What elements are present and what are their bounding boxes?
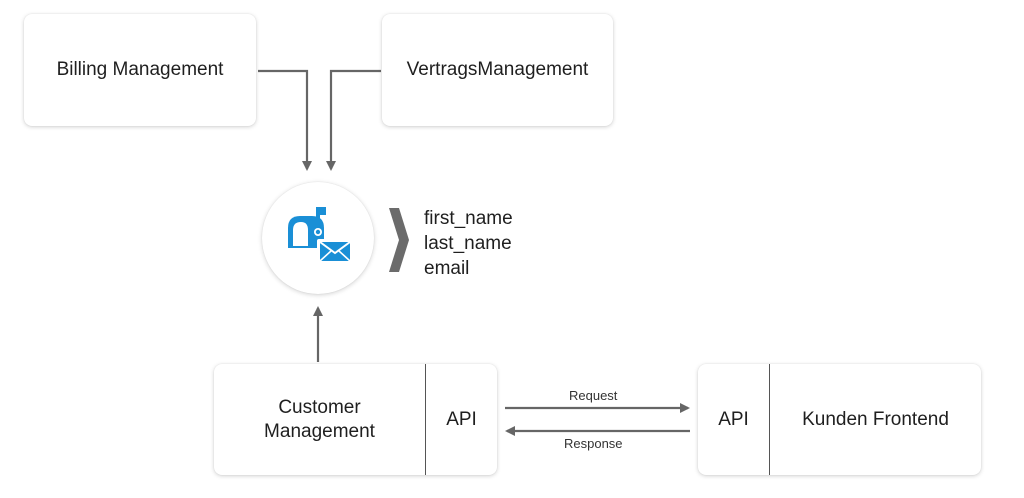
billing-to-queue-arrow — [258, 69, 312, 171]
customer-management-cell: Customer Management — [214, 364, 425, 475]
field-first-name: first_name — [424, 208, 513, 229]
request-label: Request — [569, 388, 618, 403]
frontend-divider — [769, 364, 770, 475]
customer-management-label: Customer Management — [264, 396, 375, 442]
vertrag-to-queue-arrow — [326, 69, 381, 171]
field-email: email — [424, 258, 470, 279]
message-queue-node — [262, 182, 374, 294]
billing-management-node: Billing Management — [24, 14, 256, 126]
mailbox-envelope-icon — [288, 207, 353, 264]
customer-management-node: Customer Management API — [214, 364, 497, 475]
frontend-api-label: API — [718, 408, 749, 430]
fields-chevron-icon — [389, 208, 409, 272]
message-fields-list: first_name last_name email — [424, 206, 513, 281]
field-last-name: last_name — [424, 233, 512, 254]
kunden-frontend-node: API Kunden Frontend — [698, 364, 981, 475]
kunden-frontend-label: Kunden Frontend — [802, 408, 949, 430]
vertrags-management-label: VertragsManagement — [406, 59, 589, 81]
customer-api-label: API — [446, 408, 477, 430]
customer-divider — [425, 364, 426, 475]
response-label: Response — [564, 436, 623, 451]
kunden-frontend-cell: Kunden Frontend — [770, 364, 981, 475]
billing-management-label: Billing Management — [56, 59, 224, 81]
customer-api-cell: API — [426, 364, 497, 475]
frontend-api-cell: API — [698, 364, 769, 475]
vertrags-management-node: VertragsManagement — [382, 14, 613, 126]
